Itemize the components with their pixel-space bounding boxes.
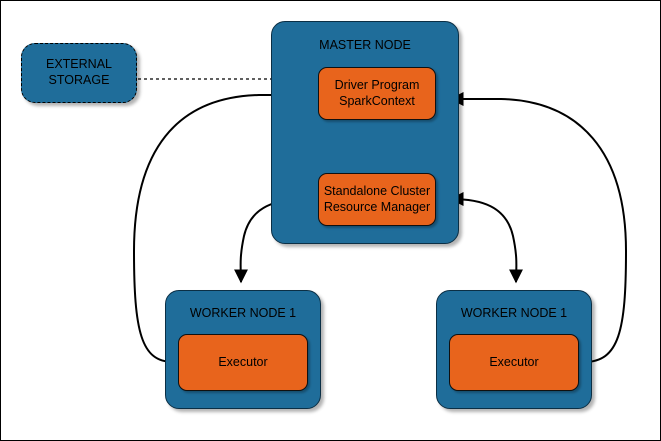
- driver-program-node[interactable]: Driver Program SparkContext: [318, 67, 436, 120]
- executor-node-2[interactable]: Executor: [449, 334, 579, 391]
- worker-node-1-title: WORKER NODE 1: [189, 306, 297, 320]
- driver-program-label: Driver Program SparkContext: [335, 78, 420, 109]
- external-storage-node[interactable]: EXTERNAL STORAGE: [21, 43, 137, 103]
- executor-1-label: Executor: [218, 354, 268, 369]
- external-storage-label: EXTERNAL STORAGE: [46, 57, 112, 88]
- driver-program-label-line1: Driver Program: [334, 77, 420, 92]
- external-storage-label-line2: STORAGE: [48, 73, 110, 87]
- worker-node-2-title: WORKER NODE 1: [460, 306, 568, 320]
- executor-node-1[interactable]: Executor: [178, 334, 308, 391]
- executor-2-label: Executor: [489, 354, 539, 369]
- external-storage-label-line1: EXTERNAL: [46, 57, 112, 72]
- cluster-manager-label-line1: Standalone Cluster: [323, 183, 431, 198]
- cluster-manager-label: Standalone Cluster Resource Manager: [324, 184, 430, 215]
- edge-cluster-manager-to-worker2: [449, 192, 524, 284]
- cluster-manager-label-line2: Resource Manager: [323, 199, 431, 214]
- master-node-title: MASTER NODE: [319, 38, 411, 52]
- cluster-manager-node[interactable]: Standalone Cluster Resource Manager: [318, 173, 436, 226]
- driver-program-label-line2: SparkContext: [339, 93, 415, 108]
